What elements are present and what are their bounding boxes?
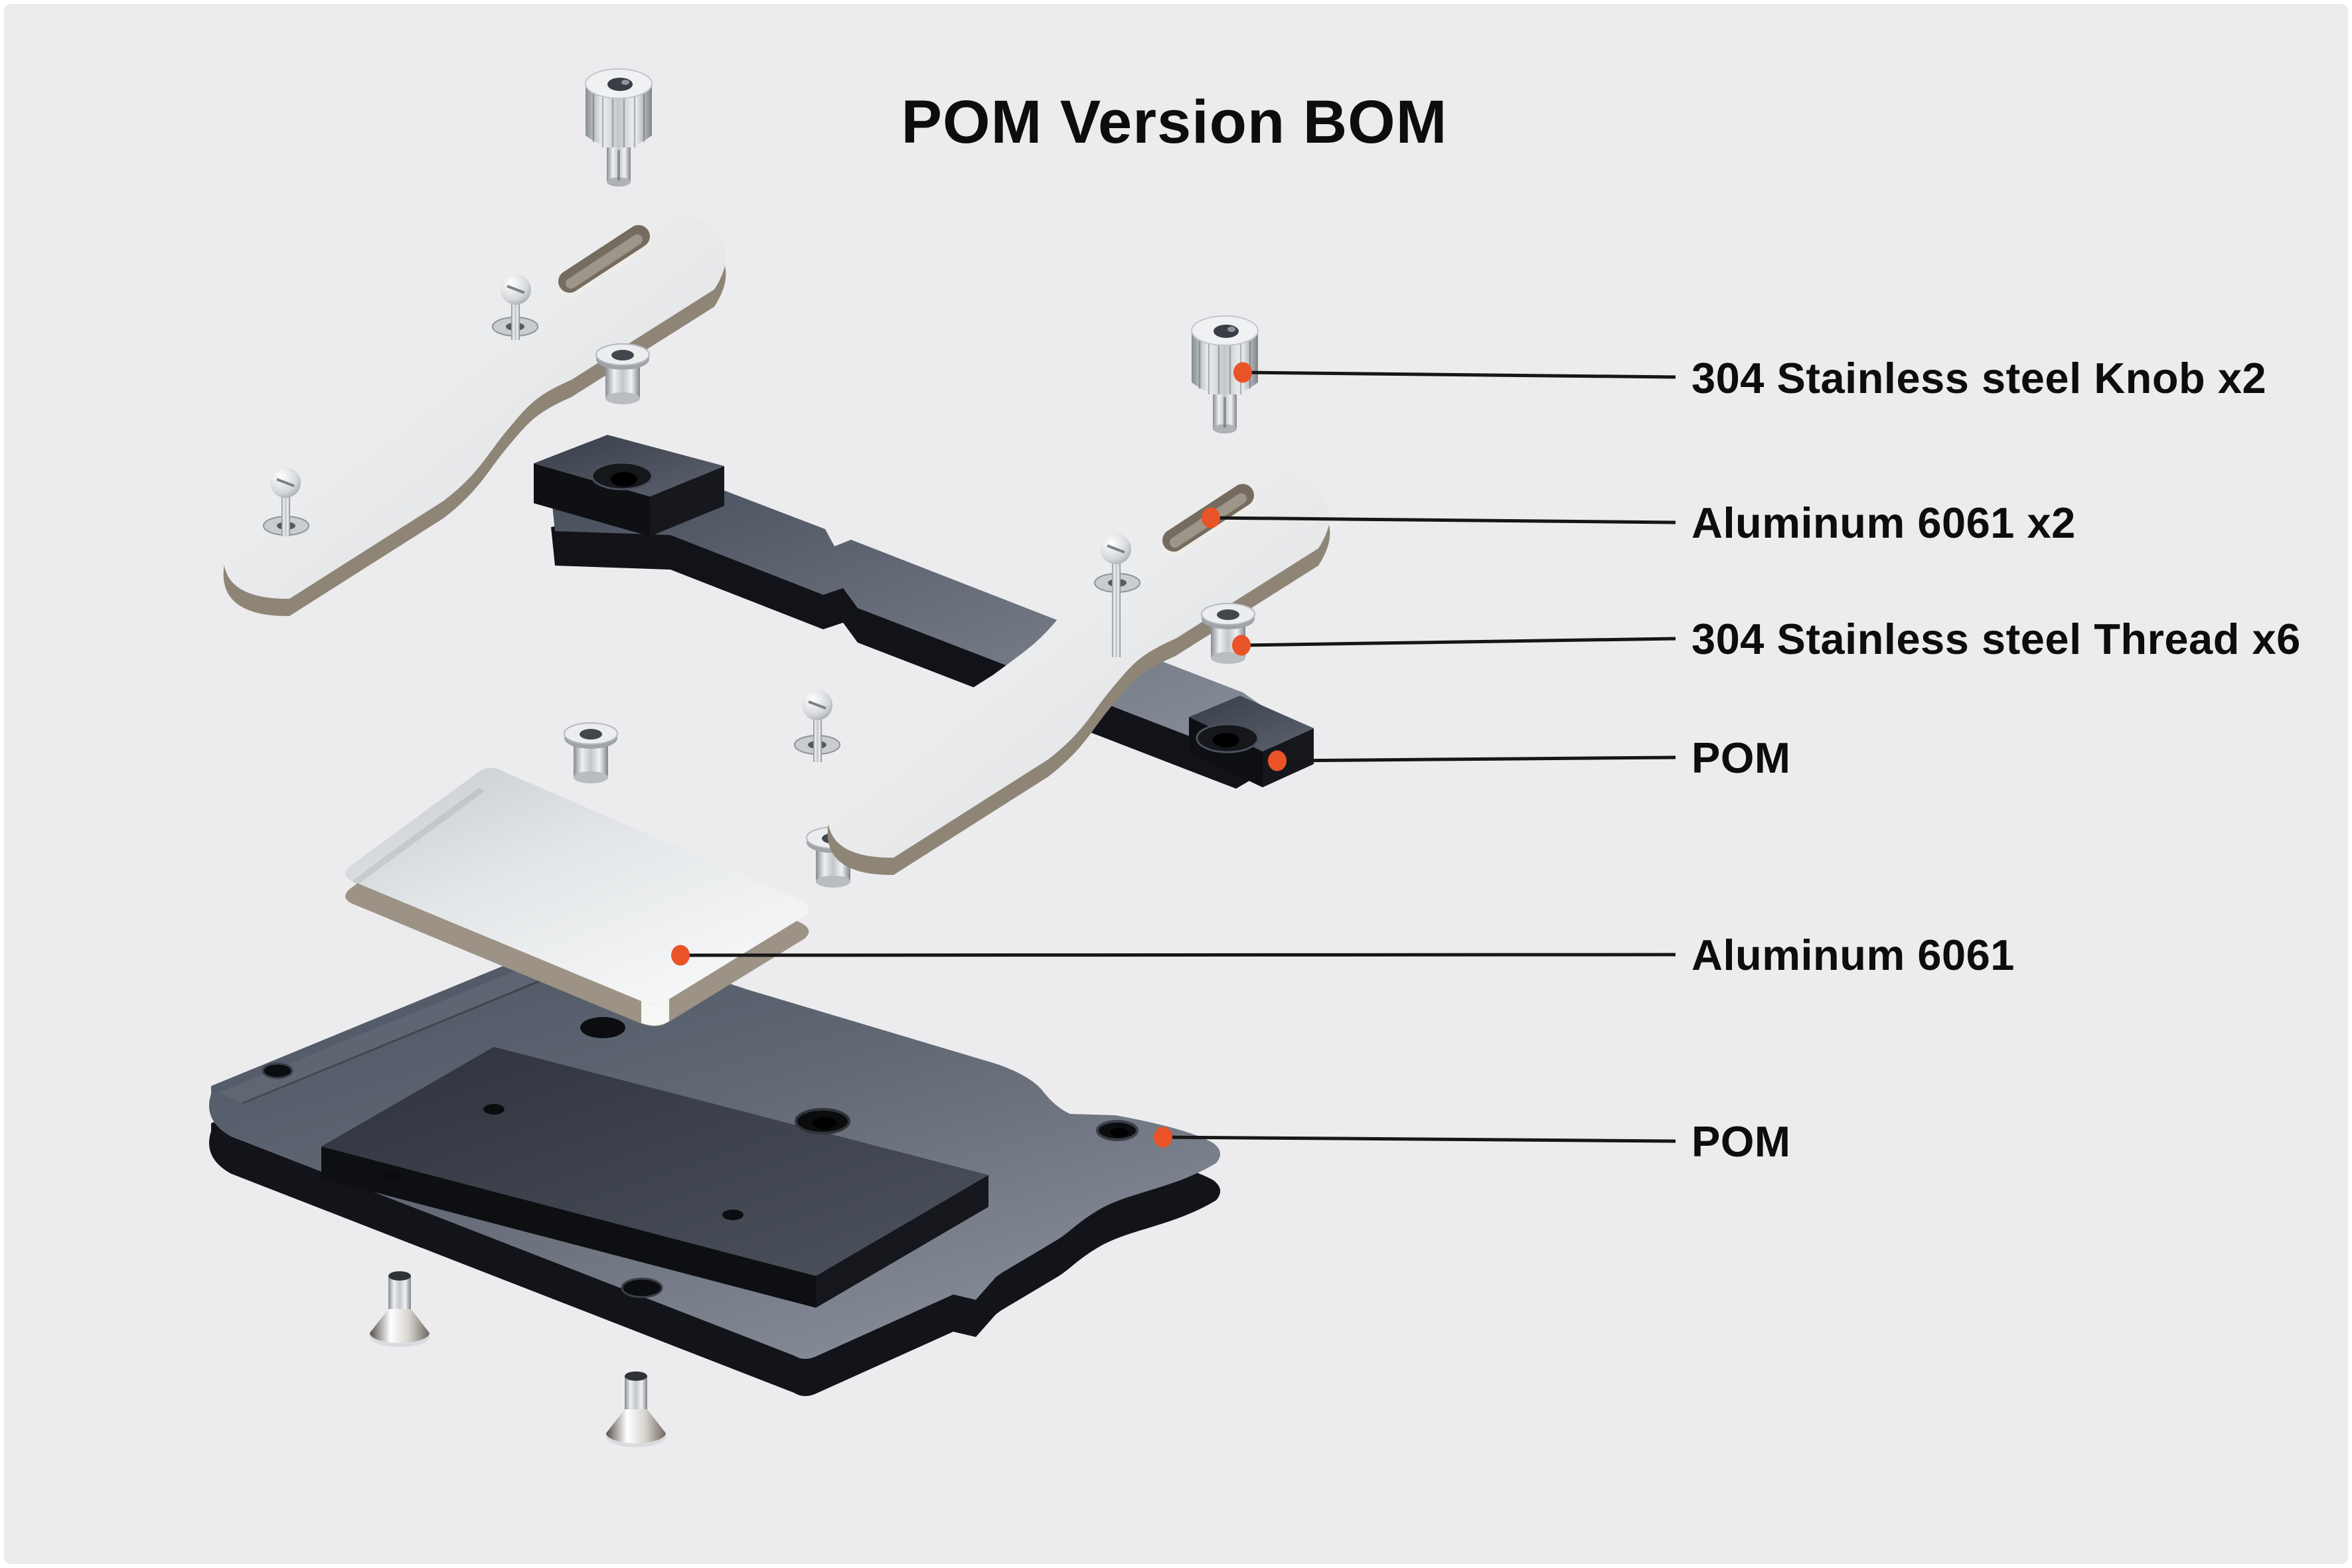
callout-label-base: POM bbox=[1691, 1117, 1791, 1166]
callout-label-bracket: POM bbox=[1691, 734, 1791, 782]
leader-lines bbox=[680, 370, 1676, 1143]
pom-bracket-block-nw bbox=[534, 435, 724, 536]
diagram-canvas bbox=[4, 4, 2348, 1564]
diagram-title: POM Version BOM bbox=[902, 88, 1448, 156]
callout-dot-knob bbox=[1233, 362, 1252, 383]
callout-label-arm: Aluminum 6061 x2 bbox=[1691, 499, 2076, 547]
callout-label-plate: Aluminum 6061 bbox=[1691, 931, 2015, 979]
leader-line-arm bbox=[1210, 516, 1676, 524]
callout-dots bbox=[671, 362, 1287, 1148]
pom-bracket-block-se bbox=[1189, 696, 1314, 787]
arm-1-screws bbox=[263, 274, 538, 536]
leader-line-thread bbox=[1241, 637, 1676, 647]
leader-line-base bbox=[1162, 1135, 1676, 1143]
callout-label-knob: 304 Stainless steel Knob x2 bbox=[1691, 354, 2266, 402]
callout-label-thread: 304 Stainless steel Thread x6 bbox=[1691, 615, 2301, 663]
callout-dot-arm bbox=[1202, 507, 1220, 528]
callout-dot-base bbox=[1154, 1127, 1172, 1148]
callout-dot-thread bbox=[1232, 635, 1251, 656]
callout-dot-plate bbox=[671, 945, 690, 966]
base-mounting-holes bbox=[262, 1017, 1138, 1298]
pom-base-plate bbox=[208, 937, 1221, 1447]
leader-line-knob bbox=[1242, 370, 1676, 379]
aluminum-clamp-plate bbox=[345, 767, 809, 1026]
arm-2-screws bbox=[794, 534, 1140, 762]
leader-line-bracket bbox=[1277, 755, 1676, 763]
pom-base-boss bbox=[321, 1047, 988, 1308]
callout-dot-bracket bbox=[1268, 750, 1287, 771]
